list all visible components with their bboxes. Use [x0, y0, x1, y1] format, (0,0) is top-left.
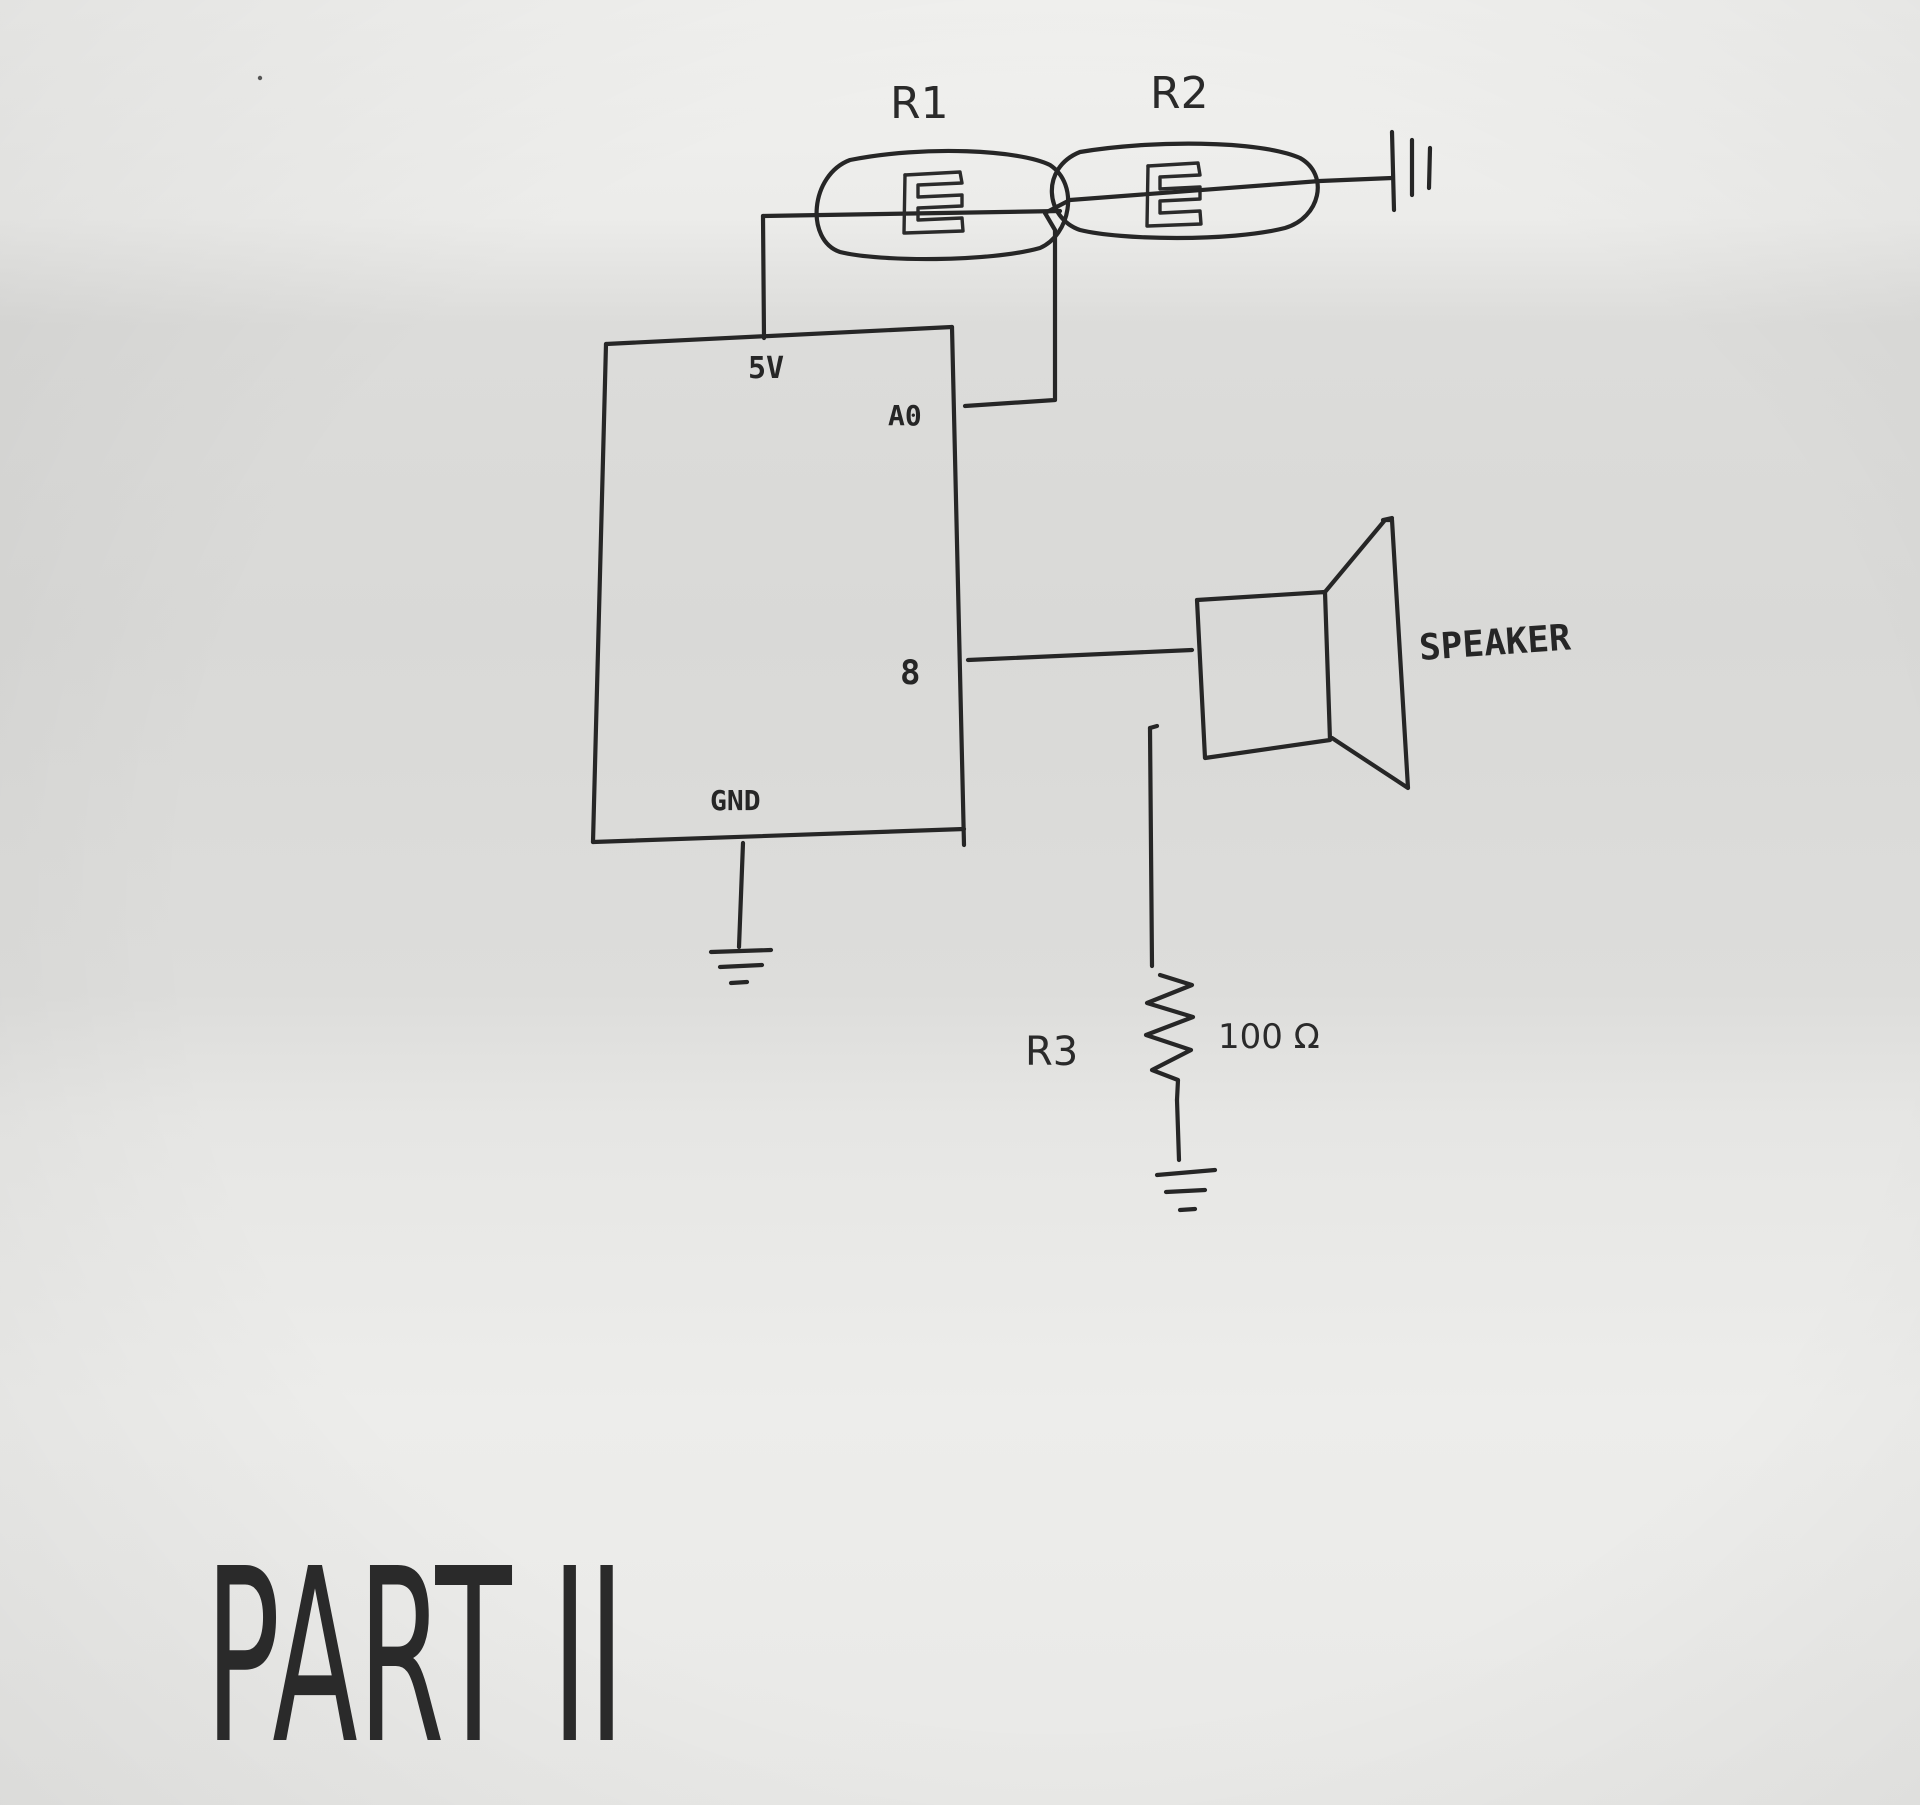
pin-gnd-label: GND: [710, 784, 761, 817]
resistor-r3: [1143, 972, 1196, 1163]
top-ground-symbol: [1389, 129, 1433, 213]
pin-8-label: 8: [900, 653, 920, 693]
microcontroller-box: [590, 324, 967, 848]
r2-label: R2: [1150, 68, 1209, 119]
photoresistor-r1: [814, 148, 1071, 262]
part-ii-text: PART II: [205, 1517, 625, 1797]
wire-gnd: [736, 840, 746, 950]
ground-symbol-box: [708, 947, 774, 986]
wire-a0: [962, 210, 1058, 409]
r3-label: R3: [1025, 1029, 1078, 1075]
wire-pin8: [965, 647, 1195, 663]
r1-label: R1: [890, 78, 949, 129]
r3-value-label: 100 Ω: [1218, 1017, 1320, 1057]
pin-a0-label: A0: [888, 399, 922, 432]
stray-dot: [257, 75, 263, 81]
part-ii-title: PART II: [205, 1517, 625, 1797]
photoresistor-line: [1042, 175, 1395, 216]
ground-symbol-r3: [1154, 1167, 1218, 1213]
wire-speaker-r3: [1147, 723, 1160, 969]
pin-5v-label: 5V: [748, 351, 784, 386]
wire-5v: [760, 208, 1063, 341]
speaker-symbol: [1194, 515, 1411, 791]
